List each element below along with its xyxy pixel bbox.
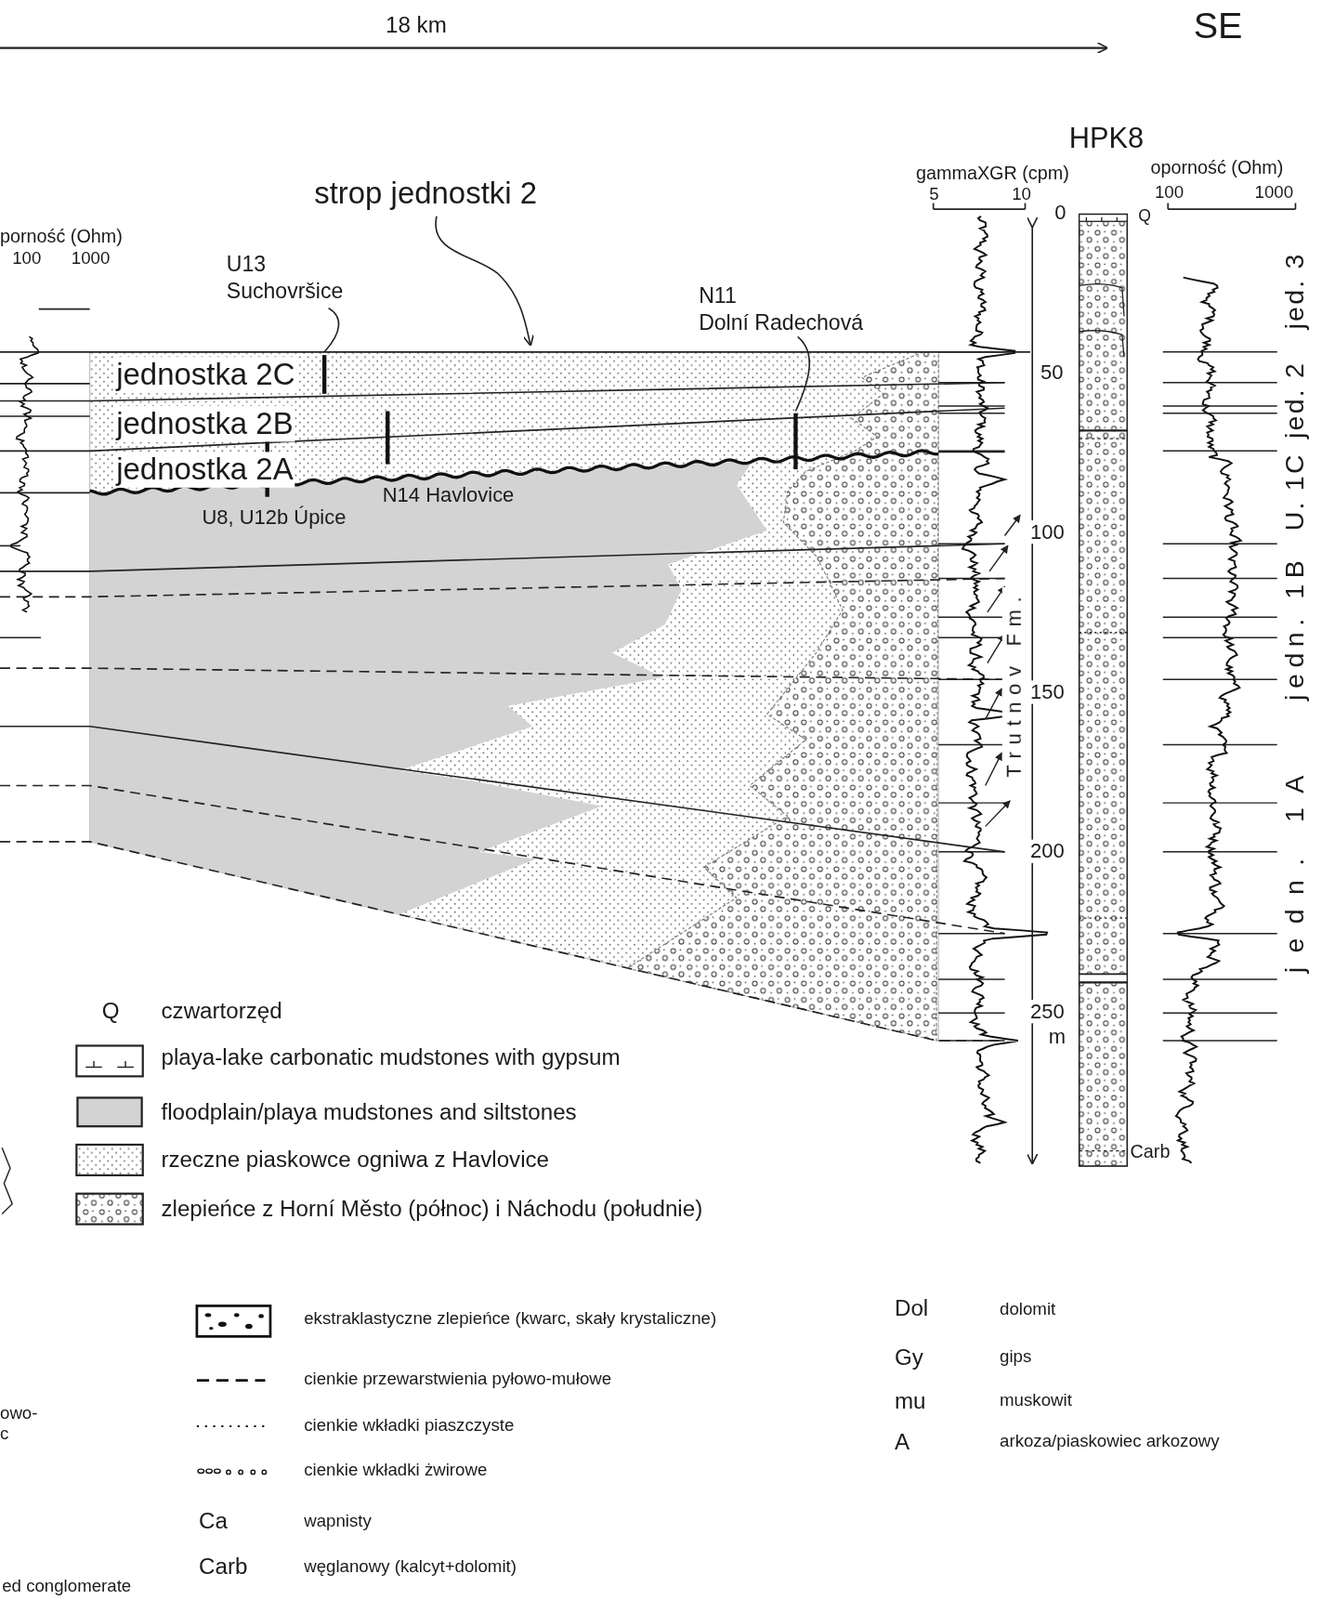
legend-text: zlepieńce z Horní Město (północ) i Nácho… xyxy=(160,1195,703,1222)
depth-number: 250 xyxy=(1028,999,1067,1023)
legend-text: floodplain/playa mudstones and siltstone… xyxy=(160,1099,576,1126)
legend-text: playa-lake carbonatic mudstones with gyp… xyxy=(160,1044,620,1071)
legend-text: cienkie wkładki żwirowe xyxy=(303,1459,487,1480)
unit-label: jednostka 2A xyxy=(114,451,296,487)
legend-symbol: mu xyxy=(894,1387,927,1414)
unit-label: jed. 3 xyxy=(1280,251,1311,329)
scale-number: 100 xyxy=(1154,183,1184,203)
scale-number: 100 xyxy=(12,248,41,269)
legend-symbol: Ca xyxy=(198,1507,228,1534)
legend-text: cienkie przewarstwienia pyłowo-mułowe xyxy=(303,1369,612,1389)
site-label: Dolní Radechová xyxy=(698,310,864,336)
axis-title: gammaXGR (cpm) xyxy=(916,163,1070,185)
depth-number: 100 xyxy=(1028,520,1067,544)
legend-symbol: Dol xyxy=(894,1295,929,1322)
legend-text: węglanowy (kalcyt+dolomit) xyxy=(303,1557,517,1577)
cut-text: owo- xyxy=(0,1403,38,1424)
distance-label: 18 km xyxy=(385,12,447,39)
well-name: HPK8 xyxy=(1069,122,1144,156)
legend-text: czwartorzęd xyxy=(160,997,282,1024)
scale-number: 10 xyxy=(1011,184,1032,205)
scale-number: 1000 xyxy=(71,248,111,269)
legend-symbol: Carb xyxy=(198,1553,248,1580)
lithology-symbol: Q xyxy=(1138,207,1152,226)
legend-text: gips xyxy=(999,1346,1032,1366)
depth-number: 200 xyxy=(1028,839,1067,864)
site-label: N14 Havlovice xyxy=(382,483,515,507)
depth-number: 0 xyxy=(1052,200,1069,224)
lithology-symbol: Carb xyxy=(1130,1141,1171,1164)
legend-text: wapnisty xyxy=(303,1510,372,1531)
unit-label: jed. 2 xyxy=(1280,361,1311,439)
depth-number: 150 xyxy=(1028,680,1067,704)
depth-number: 50 xyxy=(1038,361,1066,385)
unit-label: jedn. 1B xyxy=(1280,554,1311,701)
site-label: Suchovršice xyxy=(226,278,344,304)
legend-text: rzeczne piaskowce ogniwa z Havlovice xyxy=(160,1146,550,1173)
legend-text: dolomit xyxy=(999,1299,1056,1320)
cut-text: c xyxy=(0,1424,9,1444)
scale-number: 1000 xyxy=(1255,183,1295,203)
site-label: N11 xyxy=(698,283,737,309)
axis-title: oporność (Ohm) xyxy=(1151,157,1284,179)
unit-label: U. 1C xyxy=(1280,452,1311,531)
formation-label: Trutnov Fm. xyxy=(1002,587,1026,779)
cut-text: ed conglomerate xyxy=(1,1575,131,1596)
legend-text: cienkie wkładki piaszczyste xyxy=(303,1415,514,1436)
unit-label: jedn. 1A xyxy=(1280,760,1311,973)
unit-label: jednostka 2B xyxy=(114,405,296,442)
site-label: U8, U12b Úpice xyxy=(201,506,346,530)
legend-symbol: Gy xyxy=(894,1344,924,1371)
legend-symbol: Q xyxy=(102,997,120,1024)
legend-text: arkoza/piaskowiec arkozowy xyxy=(999,1430,1220,1451)
site-label: U13 xyxy=(226,251,266,277)
legend-text: muskowit xyxy=(999,1390,1073,1411)
legend-text: ekstraklastyczne zlepieńce (kwarc, skały… xyxy=(303,1308,717,1329)
direction-label: SE xyxy=(1193,3,1244,46)
legend-swatch xyxy=(76,1096,143,1127)
callout-label: strop jednostki 2 xyxy=(314,175,537,211)
depth-unit: m xyxy=(1047,1024,1069,1048)
unit-label: jednostka 2C xyxy=(114,356,298,393)
axis-title: porność (Ohm) xyxy=(0,226,123,249)
legend-symbol: A xyxy=(894,1428,910,1455)
scale-number: 5 xyxy=(929,184,939,205)
